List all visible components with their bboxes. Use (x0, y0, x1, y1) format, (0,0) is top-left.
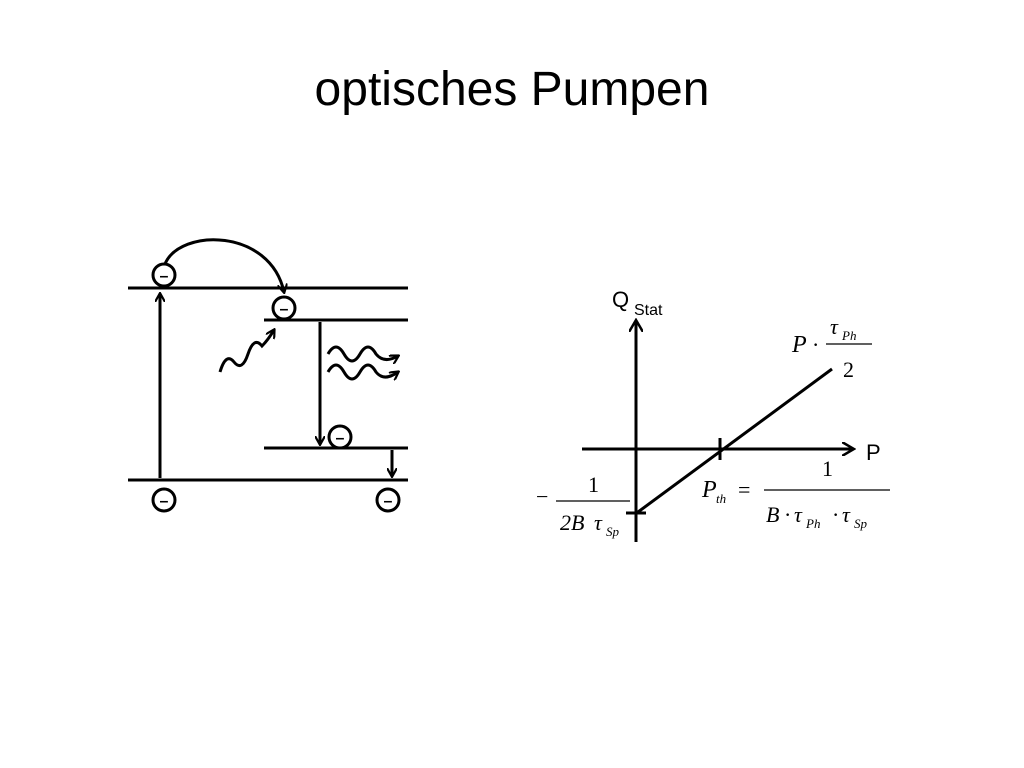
svg-text:Ph: Ph (841, 328, 856, 343)
incoming-photon-arrow (218, 330, 274, 373)
svg-text:–: – (160, 493, 169, 510)
svg-text:–: – (160, 268, 169, 285)
svg-text:1: 1 (588, 472, 599, 497)
electron-ground-right: – (375, 487, 401, 513)
relaxation-arrow (163, 238, 284, 292)
svg-text:B: B (766, 502, 779, 527)
electron-upper-pump: – (151, 262, 177, 288)
svg-text:–: – (336, 430, 345, 447)
svg-text:Sp: Sp (606, 524, 620, 539)
svg-text:·: · (832, 502, 839, 527)
electron-ground-left: – (151, 487, 177, 513)
svg-text:P: P (791, 332, 807, 358)
slope-formula: P · τ Ph 2 (791, 314, 872, 382)
svg-text:−: − (536, 484, 548, 509)
svg-text:=: = (738, 477, 750, 502)
emitted-photon-arrow (326, 345, 398, 361)
threshold-formula: P th = 1 B · τ Ph · τ Sp (701, 456, 890, 531)
svg-text:2: 2 (843, 357, 854, 382)
svg-text:τ: τ (794, 502, 803, 527)
svg-text:–: – (280, 301, 289, 318)
svg-text:τ: τ (830, 314, 839, 339)
y-axis-label: Q (612, 287, 629, 312)
emitted-photon-arrow (326, 363, 398, 379)
x-axis-label: P (866, 440, 881, 465)
svg-text:τ: τ (842, 502, 851, 527)
svg-text:–: – (384, 493, 393, 510)
y-axis-label-sub: Stat (634, 302, 663, 319)
svg-text:Sp: Sp (854, 516, 868, 531)
svg-text:·: · (812, 332, 819, 357)
intercept-formula: − 1 2B τ Sp (536, 472, 630, 539)
svg-text:2B: 2B (560, 510, 584, 535)
svg-text:τ: τ (594, 510, 603, 535)
electron-upper-laser: – (271, 295, 297, 321)
characteristic-line (637, 367, 833, 514)
svg-text:th: th (716, 491, 726, 506)
svg-text:P: P (701, 477, 717, 503)
electron-lower-laser: – (327, 424, 353, 450)
svg-text:Ph: Ph (805, 516, 820, 531)
svg-text:1: 1 (822, 456, 833, 481)
svg-text:·: · (784, 502, 791, 527)
slide-title: optisches Pumpen (314, 63, 710, 116)
